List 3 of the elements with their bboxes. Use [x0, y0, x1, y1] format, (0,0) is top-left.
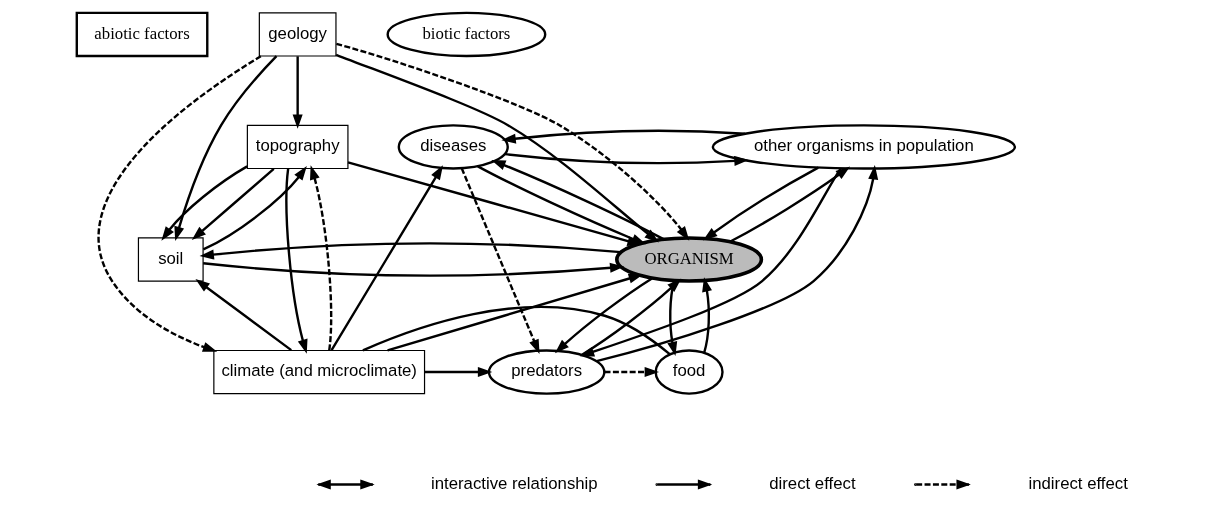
legend-label: direct effect [769, 473, 856, 493]
legend-label: interactive relationship [430, 473, 598, 493]
legend-label: indirect effect [1028, 473, 1128, 493]
